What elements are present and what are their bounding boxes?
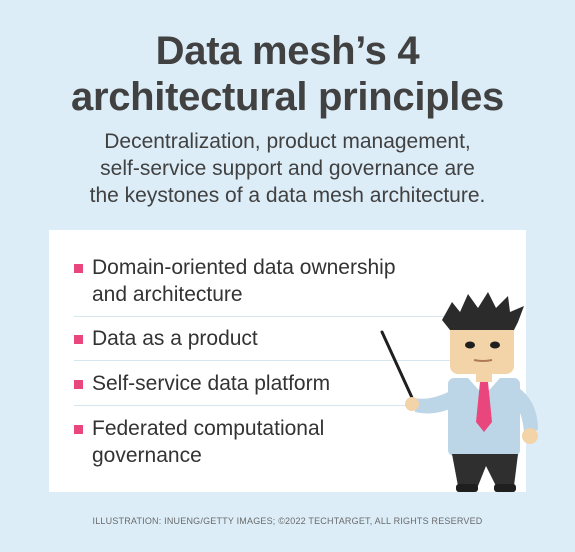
list-item-label: Federated computational governance bbox=[92, 417, 325, 467]
bullet-square-icon bbox=[74, 264, 83, 273]
divider bbox=[74, 360, 494, 361]
businessman-with-pointer-icon bbox=[370, 290, 560, 495]
title-line-1: Data mesh’s 4 bbox=[155, 29, 420, 73]
list-item-label: Domain-oriented data ownership and archi… bbox=[92, 256, 396, 306]
bullet-square-icon bbox=[74, 335, 83, 344]
subtitle-line-2: self-service support and governance are bbox=[100, 157, 475, 180]
principles-card: Domain-oriented data ownership and archi… bbox=[49, 230, 526, 492]
divider bbox=[74, 405, 494, 406]
list-item-label: Self-service data platform bbox=[92, 372, 331, 395]
image-credit: ILLUSTRATION: INUENG/GETTY IMAGES; ©2022… bbox=[92, 516, 483, 526]
bullet-square-icon bbox=[74, 425, 83, 434]
divider bbox=[74, 316, 494, 317]
subtitle-line-1: Decentralization, product management, bbox=[104, 130, 471, 153]
subtitle-line-3: the keystones of a data mesh architectur… bbox=[89, 184, 486, 207]
bullet-square-icon bbox=[74, 380, 83, 389]
list-item-label: Data as a product bbox=[92, 327, 258, 350]
page-title: Data mesh’s 4 architectural principles bbox=[0, 28, 575, 120]
subtitle: Decentralization, product management, se… bbox=[0, 128, 575, 209]
title-line-2: architectural principles bbox=[71, 75, 504, 119]
